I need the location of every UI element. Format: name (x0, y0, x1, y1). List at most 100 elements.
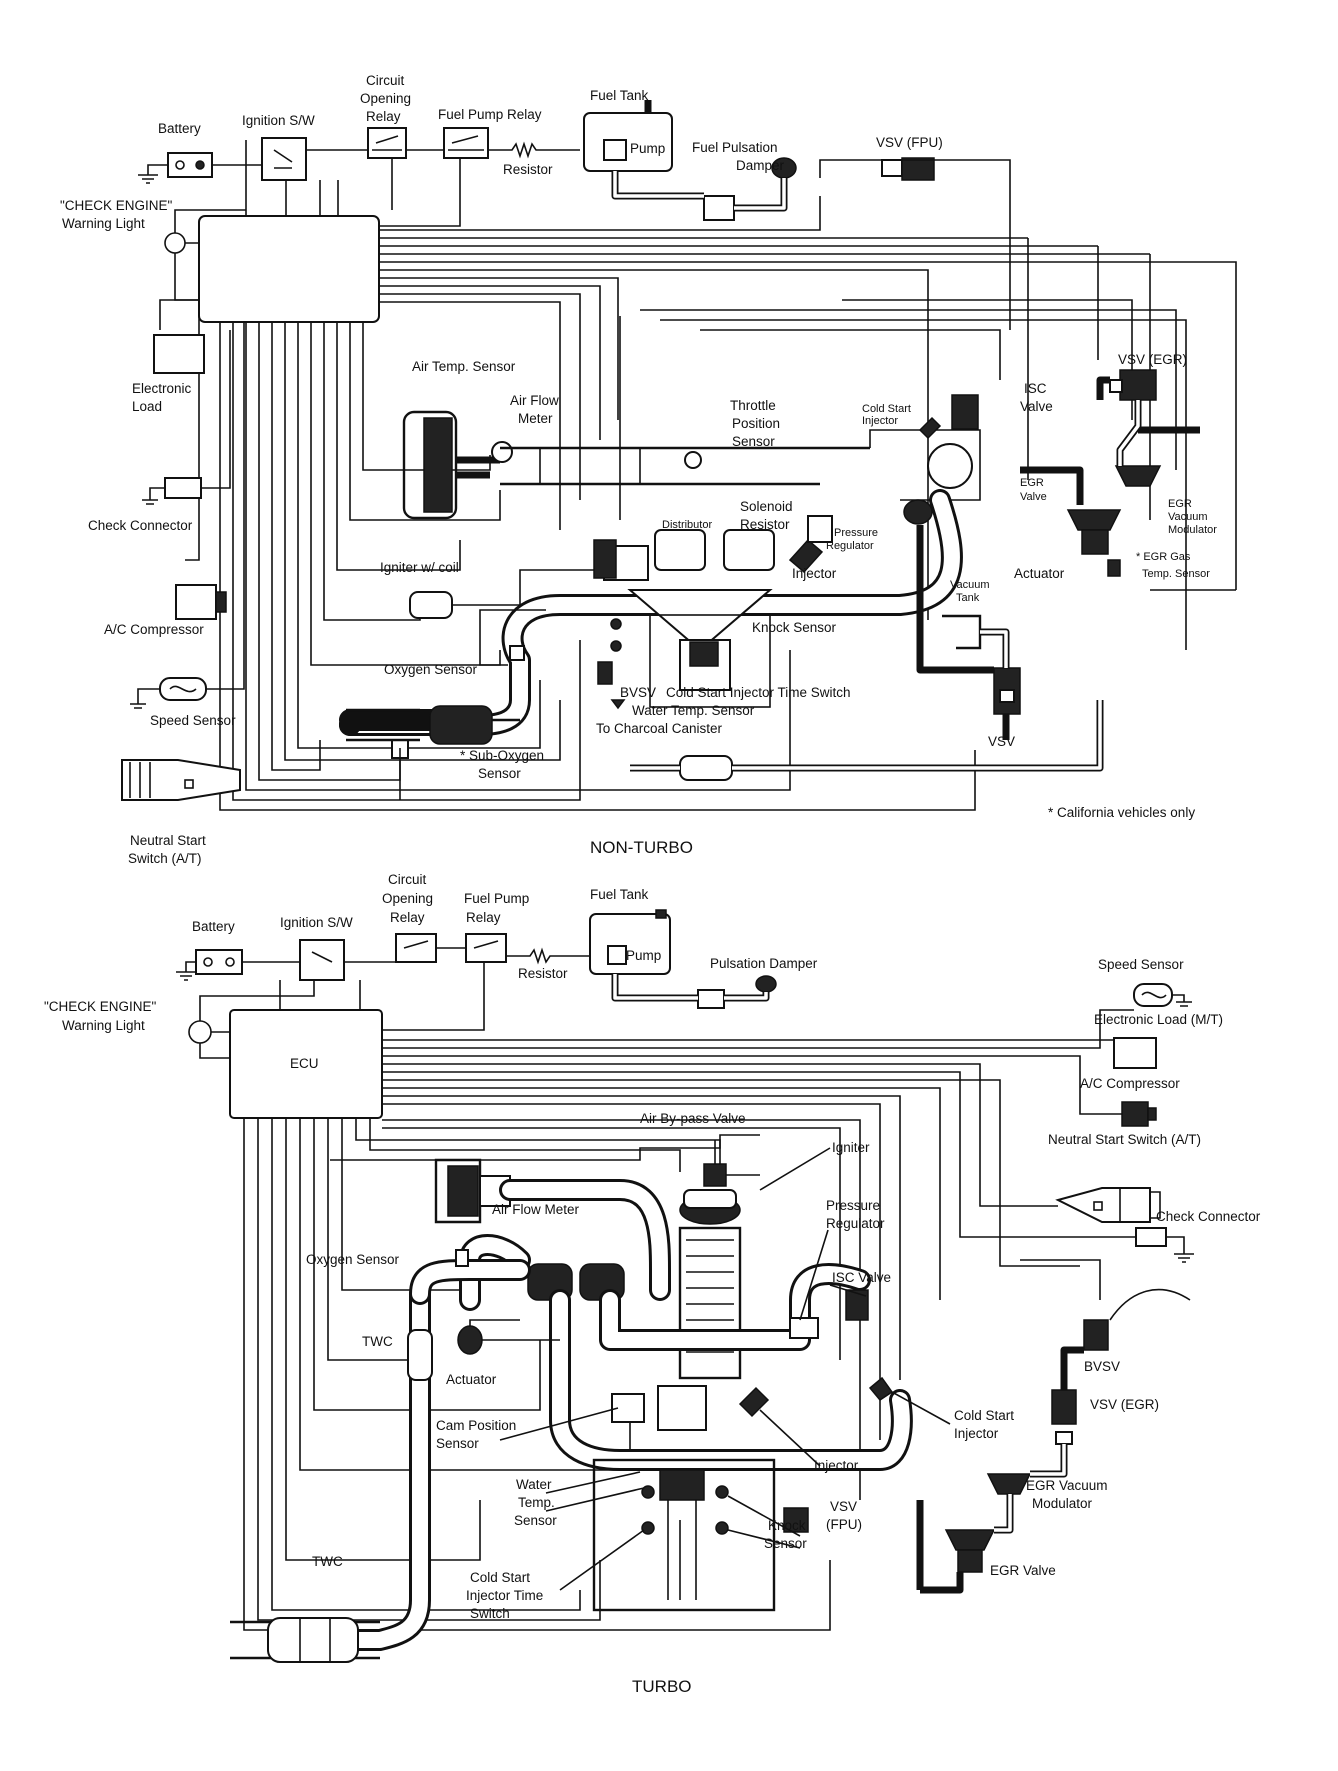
nonturbo-distributor-cap (593, 539, 617, 579)
label-pressure-regulator-2: Regulator (826, 540, 874, 552)
label-t-igniter: Igniter (832, 1140, 870, 1155)
label-vsv-fpu: VSV (FPU) (876, 135, 943, 150)
label-egr-vacuum-modulator-2: Vacuum (1168, 511, 1208, 523)
label-t-cold-start-time-3: Switch (470, 1606, 510, 1621)
label-t-speed-sensor: Speed Sensor (1098, 957, 1184, 972)
label-t-fuel-pump-relay-2: Relay (466, 910, 501, 925)
caption-turbo: TURBO (632, 1677, 692, 1696)
turbo-harness-bottom (243, 1118, 861, 1631)
turbo-air-bypass-valve (703, 1163, 727, 1187)
turbo-cylinder-head (657, 1385, 707, 1431)
label-fuel-tank: Fuel Tank (590, 88, 649, 103)
turbo-injector (738, 1386, 770, 1418)
label-t-cold-start-time-2: Injector Time (466, 1588, 543, 1603)
label-throttle-3: Sensor (732, 434, 775, 449)
label-t-actuator: Actuator (446, 1372, 497, 1387)
nonturbo-vacuum-tank (942, 614, 982, 650)
label-fuel-pulsation-1: Fuel Pulsation (692, 140, 778, 155)
turbo-fuel-cap (655, 909, 667, 919)
label-knock-sensor: Knock Sensor (752, 620, 837, 635)
label-resistor: Resistor (503, 162, 553, 177)
nonturbo-fuel-filter (703, 195, 735, 221)
turbo-actuator (457, 1325, 483, 1355)
nonturbo-resistor (488, 141, 580, 159)
turbo-cold-start-injector (868, 1376, 894, 1401)
label-throttle-1: Throttle (730, 398, 776, 413)
label-actuator: Actuator (1014, 566, 1065, 581)
nonturbo-harness-right (379, 159, 1237, 650)
turbo-cold-start-time-switch (641, 1521, 655, 1535)
label-t-check-connector: Check Connector (1156, 1209, 1261, 1224)
turbo-ignition-switch (299, 939, 345, 981)
turbo-pump (607, 945, 627, 965)
label-circuit-opening-relay-2: Opening (360, 91, 411, 106)
label-pressure-regulator-1: Pressure (834, 527, 878, 539)
label-egr-vacuum-modulator-3: Modulator (1168, 524, 1217, 536)
label-bvsv: BVSV (620, 685, 656, 700)
label-vsv: VSV (988, 734, 1015, 749)
label-neutral-start-2: Switch (A/T) (128, 851, 202, 866)
label-t-resistor: Resistor (518, 966, 568, 981)
turbo-twc-top (407, 1329, 433, 1381)
label-injector: Injector (792, 566, 837, 581)
label-t-check-engine-2: Warning Light (62, 1018, 145, 1033)
turbo-fuel-filter (697, 989, 725, 1009)
nonturbo-solenoid-resistor-body (654, 529, 706, 571)
nonturbo-diagram (121, 100, 1237, 811)
label-t-ecu: ECU (290, 1056, 319, 1071)
label-air-flow-meter-1: Air Flow (510, 393, 559, 408)
label-isc-valve-2: Valve (1020, 399, 1053, 414)
turbo-bvsv (1083, 1319, 1109, 1351)
nonturbo-ignition-switch (261, 137, 307, 181)
nonturbo-igniter-coil (409, 591, 453, 619)
label-check-engine-2: Warning Light (62, 216, 145, 231)
label-t-twc-top: TWC (362, 1334, 393, 1349)
label-t-circuit-1: Circuit (388, 872, 427, 887)
label-t-vsv-fpu-1: VSV (830, 1499, 857, 1514)
nonturbo-cold-start-time-switch (610, 618, 622, 630)
label-t-cam-position-1: Cam Position (436, 1418, 516, 1433)
label-t-egr-vacuum-modulator-1: EGR Vacuum (1026, 1478, 1108, 1493)
label-t-knock-sensor-1: Knock (768, 1518, 806, 1533)
label-t-air-flow-meter: Air Flow Meter (492, 1202, 580, 1217)
nonturbo-egr-vacuum-modulator (1114, 465, 1162, 487)
turbo-vsv-egr (1051, 1389, 1077, 1445)
label-fuel-pump-relay: Fuel Pump Relay (438, 107, 542, 122)
label-t-cold-start-time-1: Cold Start (470, 1570, 530, 1585)
turbo-harness-right (382, 1009, 1136, 1440)
nonturbo-electronic-load (153, 334, 205, 374)
nonturbo-injector (788, 538, 824, 574)
nonturbo-engine (627, 589, 773, 708)
label-t-check-engine-1: "CHECK ENGINE" (44, 999, 157, 1014)
label-egr-valve-2: Valve (1020, 491, 1047, 503)
nonturbo-cold-start-injector (918, 416, 942, 440)
label-circuit-opening-relay-1: Circuit (366, 73, 405, 88)
label-t-pressure-regulator-2: Regulator (826, 1216, 885, 1231)
nonturbo-vsv-egr (1109, 369, 1157, 401)
label-t-circuit-2: Opening (382, 891, 433, 906)
nonturbo-catalytic-converter (429, 705, 493, 745)
label-ignition: Ignition S/W (242, 113, 315, 128)
label-t-battery: Battery (192, 919, 235, 934)
nonturbo-vsv-fpu (881, 157, 935, 181)
label-solenoid-resistor-1: Solenoid (740, 499, 793, 514)
nonturbo-neutral-start-switch (121, 759, 241, 801)
label-t-air-bypass: Air By-pass Valve (640, 1111, 746, 1126)
nonturbo-fuel-pump-relay (443, 127, 489, 159)
label-t-vsv-fpu-2: (FPU) (826, 1517, 862, 1532)
turbo-electronic-load (1113, 1037, 1157, 1069)
turbo-check-connector (1135, 1227, 1194, 1263)
turbo-twc-bottom (267, 1617, 359, 1663)
turbo-igniter (683, 1189, 737, 1209)
turbo-pulsation-damper (755, 975, 777, 993)
nonturbo-bvsv (597, 661, 613, 685)
label-t-pulsation-damper: Pulsation Damper (710, 956, 818, 971)
label-check-engine-1: "CHECK ENGINE" (60, 198, 173, 213)
label-california-note: * California vehicles only (1048, 805, 1195, 820)
label-t-electronic-load: Electronic Load (M/T) (1094, 1012, 1223, 1027)
label-speed-sensor: Speed Sensor (150, 713, 236, 728)
label-t-circuit-3: Relay (390, 910, 425, 925)
label-neutral-start-1: Neutral Start (130, 833, 206, 848)
nonturbo-throttle-body (927, 443, 973, 489)
